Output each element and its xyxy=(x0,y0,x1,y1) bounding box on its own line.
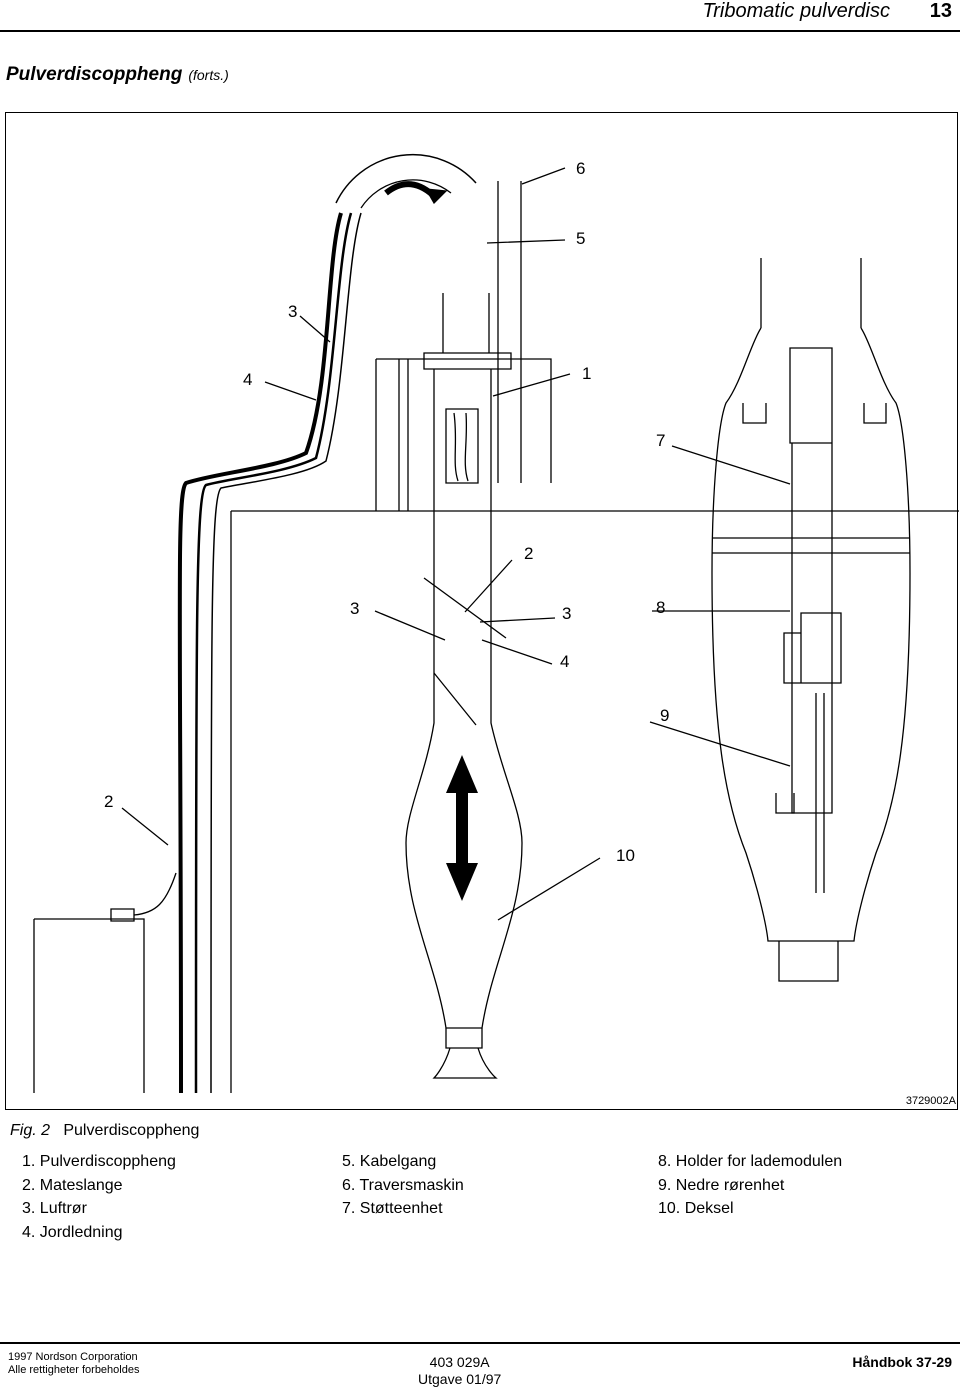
callout-4-lower: 4 xyxy=(560,652,570,671)
footer-copyright: 1997 Nordson Corporation xyxy=(8,1351,138,1363)
footer-part-number: 403 029A xyxy=(429,1354,490,1370)
legend-col-3: 8. Holder for lademodulen 9. Nedre røren… xyxy=(658,1150,842,1221)
figure-frame xyxy=(5,112,959,1110)
callout-10: 10 xyxy=(616,846,635,865)
callout-5: 5 xyxy=(576,229,586,248)
caption-title: Pulverdiscoppheng xyxy=(63,1122,200,1139)
callout-6: 6 xyxy=(576,159,586,178)
legend-item: 8. Holder for lademodulen xyxy=(658,1153,843,1170)
legend-item: 1. Pulverdiscoppheng xyxy=(22,1153,176,1170)
section-title-text: Pulverdiscoppheng xyxy=(6,64,183,85)
header-title: Tribomatic pulverdisc xyxy=(702,0,890,22)
caption-prefix: Fig. 2 xyxy=(10,1122,51,1139)
legend-item: 3. Luftrør xyxy=(22,1200,87,1217)
figure-caption: Fig. 2 Pulverdiscoppheng xyxy=(10,1122,199,1140)
footer-center: 403 029A Utgave 01/97 xyxy=(418,1354,501,1388)
legend-item: 4. Jordledning xyxy=(22,1223,123,1241)
footer-rule xyxy=(0,1342,960,1344)
callout-9: 9 xyxy=(660,706,670,725)
legend-item: 6. Traversmaskin xyxy=(342,1176,464,1194)
callout-3-right: 3 xyxy=(562,604,572,623)
callout-3-left: 3 xyxy=(350,599,360,618)
legend-item: 10. Deksel xyxy=(658,1200,734,1217)
callout-2-lower: 2 xyxy=(104,792,114,811)
footer-rights: Alle rettigheter forbeholdes xyxy=(8,1364,140,1376)
slotted-disc-group xyxy=(335,154,477,209)
callout-7: 7 xyxy=(656,431,666,450)
callout-1: 1 xyxy=(582,364,592,383)
section-title: Pulverdiscoppheng (forts.) xyxy=(6,64,229,86)
legend-item: 9. Nedre rørenhet xyxy=(658,1176,785,1194)
callout-2-upper: 2 xyxy=(524,544,534,563)
callout-3-upper: 3 xyxy=(288,302,298,321)
figure-code: 3729002A xyxy=(905,1095,956,1107)
footer-manual: Håndbok 37-29 xyxy=(852,1354,952,1370)
section-subtitle: (forts.) xyxy=(188,67,229,83)
legend-col-1: 1. Pulverdiscoppheng 2. Mateslange 3. Lu… xyxy=(22,1150,176,1244)
header-rule xyxy=(0,30,960,32)
legend-item: 5. Kabelgang xyxy=(342,1153,437,1170)
page-number: 13 xyxy=(929,0,952,22)
legend-item: 7. Støtteenhet xyxy=(342,1200,443,1217)
footer-left: 1997 Nordson Corporation Alle rettighete… xyxy=(8,1351,139,1377)
callout-4-upper: 4 xyxy=(243,370,253,389)
callout-8: 8 xyxy=(656,598,666,617)
footer-edition: Utgave 01/97 xyxy=(418,1371,502,1387)
legend-col-2: 5. Kabelgang 6. Traversmaskin 7. Støttee… xyxy=(342,1150,464,1221)
figure-drawing xyxy=(33,154,959,1094)
legend-item: 2. Mateslange xyxy=(22,1176,123,1194)
